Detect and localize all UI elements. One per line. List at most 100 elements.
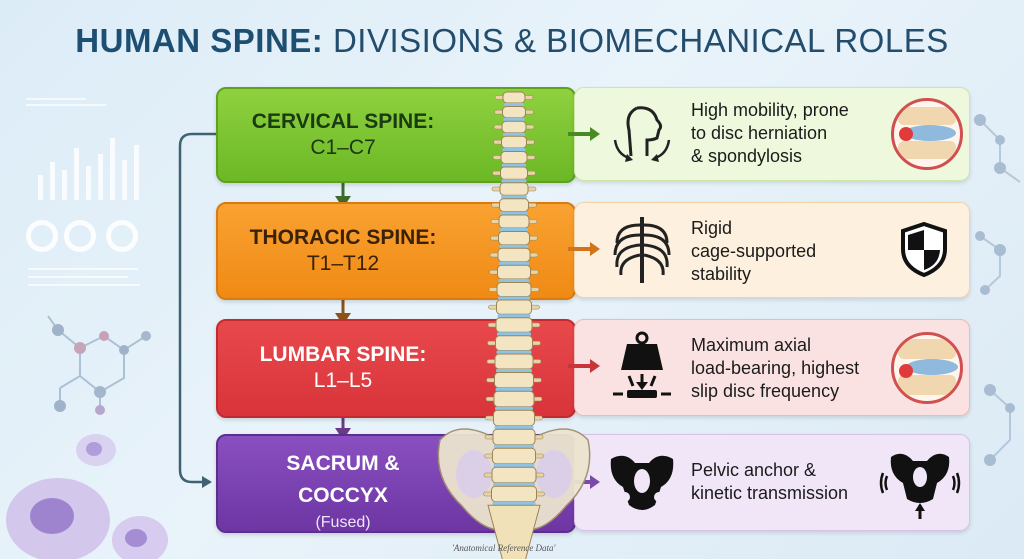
cervical-spine-title: CERVICAL SPINE: xyxy=(251,110,435,133)
sacrum-description-box: Pelvic anchor & kinetic transmission xyxy=(574,434,970,531)
ribcage-icon xyxy=(613,217,671,283)
thoracic-desc-line1: Rigid xyxy=(691,218,733,238)
intervertebral-disc xyxy=(493,482,535,487)
intervertebral-disc xyxy=(495,406,533,411)
background-donut-1 xyxy=(26,220,58,252)
title-rest: DIVISIONS & BIOMECHANICAL ROLES xyxy=(323,22,949,59)
arrow-right-icon xyxy=(568,127,600,141)
thoracic-description-box: Rigid cage-supported stability xyxy=(574,202,970,298)
lumbar-desc-line2: load-bearing, highest xyxy=(691,358,860,378)
intervertebral-disc xyxy=(503,117,525,122)
intervertebral-disc xyxy=(504,103,524,107)
intervertebral-disc xyxy=(499,261,529,266)
cervical-description-box: High mobility, prone to disc herniation … xyxy=(574,87,970,181)
thoracic-spine-range: T1–T12 xyxy=(306,252,380,275)
background-donut-3 xyxy=(106,220,138,252)
intervertebral-disc xyxy=(501,179,527,183)
vertebra xyxy=(491,485,537,503)
weight-load-icon xyxy=(613,331,671,398)
thoracic-description: Rigid cage-supported stability xyxy=(691,217,816,286)
vertebra xyxy=(500,166,528,180)
vertebral-column xyxy=(483,91,545,559)
vertebra xyxy=(495,335,533,351)
lumbar-desc-line3: slip disc frequency xyxy=(691,381,840,401)
vertebra xyxy=(492,428,536,446)
vertebra xyxy=(495,317,533,333)
vertebra xyxy=(501,135,527,149)
intervertebral-disc xyxy=(494,444,534,449)
vertebra xyxy=(498,214,530,229)
disc-herniation-icon xyxy=(891,332,963,404)
thoracic-desc-line3: stability xyxy=(691,264,752,284)
vertebra xyxy=(499,182,529,196)
vertebra xyxy=(500,151,528,164)
lumbar-spine-title: LUMBAR SPINE: xyxy=(259,343,427,366)
cervical-spine-range: C1–C7 xyxy=(310,136,376,159)
arrow-right-icon xyxy=(568,242,600,256)
neck-rotation-icon xyxy=(613,106,671,162)
intervertebral-disc xyxy=(502,163,526,167)
intervertebral-disc xyxy=(495,387,533,392)
intervertebral-disc xyxy=(496,369,532,373)
pelvis-motion-icon xyxy=(879,453,961,519)
vertebra xyxy=(499,198,529,212)
pelvis-icon xyxy=(610,455,674,510)
vertebra xyxy=(494,372,534,389)
lumbar-description-box: Maximum axial load-bearing, highest slip… xyxy=(574,319,970,416)
vertebra xyxy=(493,409,535,427)
intervertebral-disc xyxy=(500,228,528,232)
sacrum-range: (Fused) xyxy=(315,514,371,531)
arrow-right-icon xyxy=(568,359,600,373)
intervertebral-disc xyxy=(499,244,529,249)
vertebra xyxy=(493,390,535,408)
intervertebral-disc xyxy=(497,332,531,336)
lumbar-spine-range: L1–L5 xyxy=(313,369,373,392)
sacrum xyxy=(487,504,541,559)
vertebra xyxy=(496,299,532,315)
vertebra xyxy=(497,247,531,263)
intervertebral-disc xyxy=(493,463,535,468)
intervertebral-disc xyxy=(498,279,530,283)
intervertebral-disc xyxy=(501,195,527,199)
intervertebral-disc xyxy=(497,314,531,318)
intervertebral-disc xyxy=(492,501,536,506)
thoracic-desc-line2: cage-supported xyxy=(691,241,817,261)
sacrum-desc-line2: kinetic transmission xyxy=(691,483,849,503)
lumbar-desc-line1: Maximum axial xyxy=(691,335,812,355)
vertebra xyxy=(502,106,526,119)
background-chart-decoration xyxy=(20,90,150,200)
vertebra xyxy=(501,120,527,134)
vertebra xyxy=(498,231,530,246)
intervertebral-disc xyxy=(494,425,534,430)
vertebra xyxy=(497,264,531,280)
vertebra xyxy=(496,282,532,297)
sacrum-title-line2: COCCYX xyxy=(298,484,388,507)
sacrum-description: Pelvic anchor & kinetic transmission xyxy=(691,459,848,505)
vertebra xyxy=(492,447,536,465)
sacrum-desc-line1: Pelvic anchor & xyxy=(691,460,817,480)
page-title: HUMAN SPINE: DIVISIONS & BIOMECHANICAL R… xyxy=(0,22,1024,60)
intervertebral-disc xyxy=(496,350,532,354)
vertebra xyxy=(494,353,534,370)
cervical-desc-line1: High mobility, prone xyxy=(691,100,849,120)
background-text-lines xyxy=(28,268,148,298)
intervertebral-disc xyxy=(498,296,530,300)
thoracic-spine-title: THORACIC SPINE: xyxy=(249,226,437,249)
intervertebral-disc xyxy=(500,211,528,215)
footnote: 'Anatomical Reference Data' xyxy=(452,543,556,553)
cervical-desc-line3: & spondylosis xyxy=(691,146,803,166)
cervical-description: High mobility, prone to disc herniation … xyxy=(691,99,849,168)
disc-herniation-icon xyxy=(891,98,963,170)
sacrum-title-line1: SACRUM & xyxy=(286,452,400,475)
cervical-desc-line2: to disc herniation xyxy=(691,123,828,143)
lumbar-description: Maximum axial load-bearing, highest slip… xyxy=(691,334,859,403)
title-bold: HUMAN SPINE: xyxy=(75,22,324,59)
shield-icon xyxy=(901,221,947,277)
intervertebral-disc xyxy=(502,148,526,152)
background-donut-2 xyxy=(64,220,96,252)
intervertebral-disc xyxy=(503,132,525,137)
vertebra xyxy=(502,91,526,104)
vertebra xyxy=(491,466,537,484)
